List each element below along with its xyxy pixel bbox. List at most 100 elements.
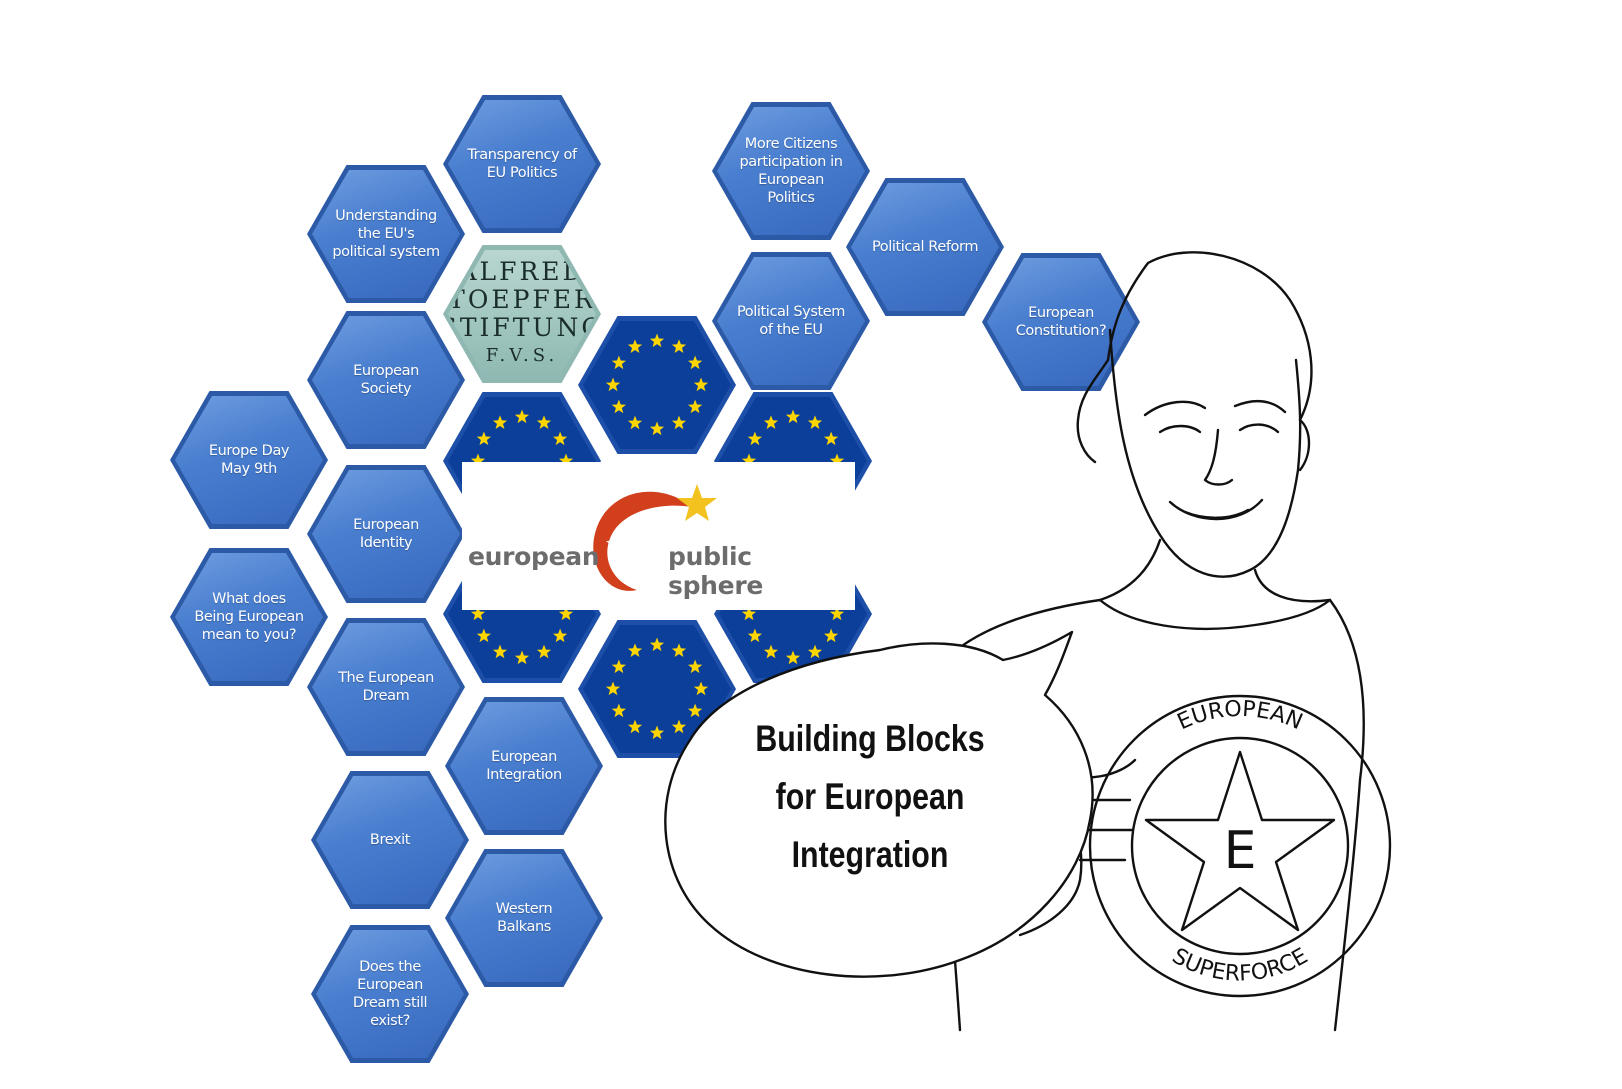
hex-dream-still-exist[interactable]: Does the European Dream still exist? — [311, 925, 469, 1063]
eps-logo-text-left: european — [468, 542, 600, 571]
eu-star-icon — [807, 415, 823, 429]
hex-european-dream[interactable]: The European Dream — [307, 618, 465, 756]
eu-star-icon — [605, 377, 621, 392]
speech-bubble-shape — [664, 630, 1094, 978]
eu-star-icon — [688, 399, 703, 414]
eu-star-icon — [536, 415, 552, 429]
hex-understanding-eu[interactable]: Understanding the EU's political system — [307, 165, 465, 303]
foundation-logo-line: ALFRED — [458, 257, 586, 286]
eu-star-icon — [671, 719, 687, 734]
eu-star-icon — [611, 399, 626, 414]
eu-star-icon — [785, 409, 801, 424]
eu-star-icon — [671, 415, 687, 430]
eu-star-icon — [627, 339, 643, 353]
eu-star-icon — [492, 644, 508, 659]
speech-bubble-line: Building Blocks — [755, 718, 985, 759]
eu-star-icon — [476, 431, 491, 446]
eu-star-icon — [741, 606, 757, 621]
eu-star-icon — [688, 355, 703, 370]
eu-star-icon — [514, 409, 530, 424]
eu-star-icon — [671, 643, 687, 657]
speech-bubble-text: Building Blocks for European Integration — [747, 710, 993, 884]
eu-star-icon — [649, 421, 665, 436]
hex-label: More Citizens participation in European … — [739, 136, 843, 206]
badge-bottom-text: SUPERFORCE — [1168, 944, 1312, 987]
right-eyebrow — [1233, 400, 1287, 414]
eu-star-icon — [627, 719, 643, 734]
eu-star-icon — [807, 644, 823, 659]
hex-label: The European Dream — [338, 670, 434, 704]
eu-star-icon — [649, 333, 665, 348]
hex-label: Political Reform — [871, 239, 979, 255]
collar — [1098, 598, 1332, 630]
eu-star-icon — [476, 628, 491, 643]
eu-star-icon — [693, 377, 709, 392]
foundation-logo-line: F.V.S. — [485, 345, 559, 366]
eps-star-emblem-icon — [593, 484, 717, 591]
mouth-teeth — [1183, 508, 1250, 519]
hex-label: Does the European Dream still exist? — [352, 959, 428, 1029]
hair-outline — [1106, 251, 1313, 422]
eu-star-icon — [829, 453, 845, 468]
eu-star-icon — [514, 650, 530, 665]
eu-star-icon — [611, 703, 626, 718]
eu-star-icon — [627, 415, 643, 430]
badge-outer-ring — [1088, 694, 1392, 998]
eu-star-icon — [741, 453, 757, 468]
eu-stars-ring — [605, 637, 709, 740]
foundation-logo-line: STIFTUNG — [439, 313, 605, 342]
hex-european-integration[interactable]: European Integration — [445, 697, 603, 835]
nose — [1203, 428, 1234, 486]
hex-european-identity[interactable]: European Identity — [307, 465, 465, 603]
eu-star-icon — [558, 606, 574, 621]
eu-star-icon — [470, 453, 486, 468]
speech-bubble-line: Integration — [791, 834, 949, 875]
hex-western-balkans[interactable]: Western Balkans — [445, 849, 603, 987]
hex-label: European Integration — [486, 749, 562, 783]
eu-star-icon — [747, 431, 762, 446]
european-public-sphere-logo: european public sphere — [462, 462, 855, 610]
hex-european-society[interactable]: European Society — [307, 311, 465, 449]
hex-european-constitution[interactable]: European Constitution? — [982, 253, 1140, 391]
eu-star-icon — [553, 431, 568, 446]
eu-star-icon — [627, 643, 643, 657]
left-ear — [1076, 358, 1110, 464]
hex-label: Brexit — [369, 832, 411, 848]
eu-star-icon — [747, 628, 762, 643]
hex-political-system[interactable]: Political System of the EU — [712, 252, 870, 390]
hex-label: What does Being European mean to you? — [194, 591, 304, 643]
eu-stars-ring — [605, 333, 709, 436]
badge-top-text: EUROPEAN — [1174, 697, 1306, 735]
hex-brexit[interactable]: Brexit — [311, 771, 469, 909]
eu-star-icon — [671, 339, 687, 353]
hex-label: Political System of the EU — [736, 304, 846, 338]
eu-star-icon — [605, 681, 621, 696]
face-outline — [1108, 328, 1302, 578]
badge-inner-ring — [1130, 736, 1350, 956]
eu-star-icon — [611, 355, 626, 370]
eu-star-icon — [829, 606, 845, 621]
neck — [1098, 538, 1332, 603]
eu-star-icon — [824, 628, 839, 643]
right-ear — [1298, 418, 1311, 472]
hex-label: European Identity — [353, 517, 419, 551]
right-eye — [1238, 423, 1280, 434]
eu-star-icon — [763, 415, 779, 429]
eu-star-icon — [649, 637, 665, 652]
hex-label: Transparency of EU Politics — [467, 147, 577, 181]
badge-letter: E — [1224, 821, 1257, 881]
eu-star-icon — [553, 628, 568, 643]
hex-label: European Constitution? — [1015, 305, 1107, 339]
eu-star-icon — [688, 659, 703, 674]
eu-star-icon — [558, 453, 574, 468]
badge-star-icon — [1144, 750, 1336, 932]
eu-star-icon — [824, 431, 839, 446]
left-eyebrow — [1143, 400, 1207, 417]
right-side-body — [1328, 598, 1365, 1032]
eu-star-icon — [611, 659, 626, 674]
eu-star-icon — [693, 681, 709, 696]
eu-star-icon — [470, 606, 486, 621]
